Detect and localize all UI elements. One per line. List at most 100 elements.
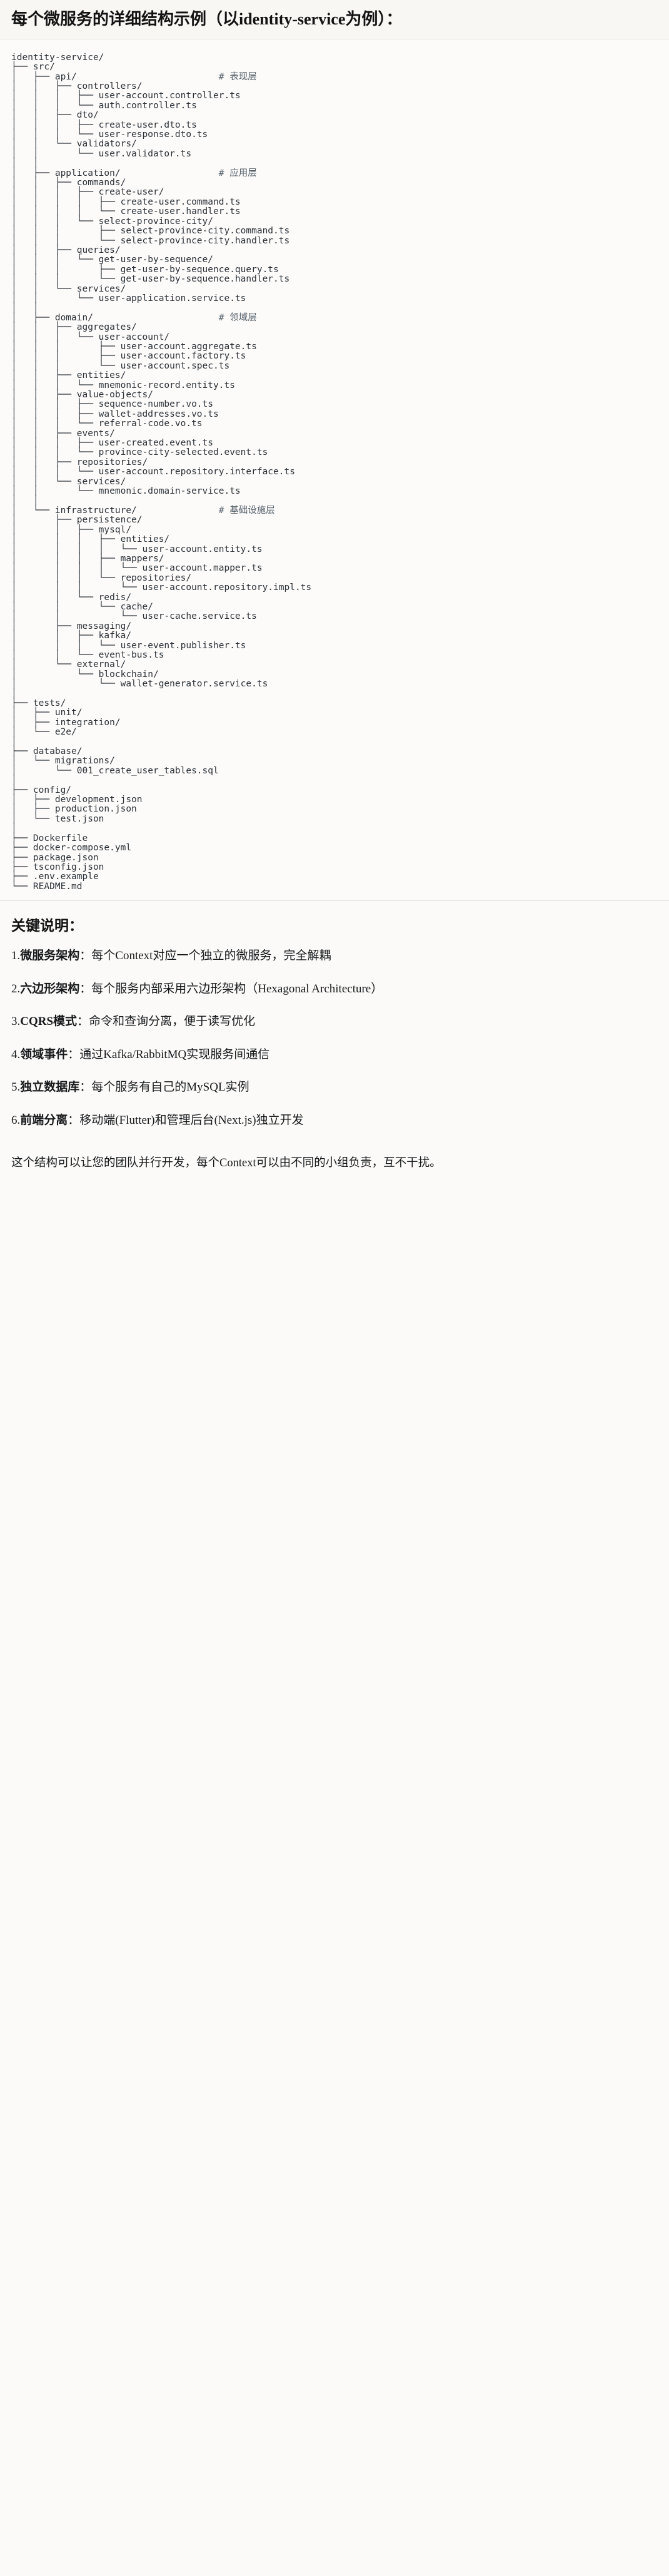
key-note-number: 4. [11,1047,21,1061]
tree-layer-comment: # 基础设施层 [218,505,275,516]
tree-line: │ │ └── user.validator.ts [11,148,192,159]
page-title: 每个微服务的详细结构示例（以identity-service为例）： [0,0,669,39]
key-note-item: 5.独立数据库：每个服务有自己的MySQL实例 [11,1079,658,1096]
key-note-number: 3. [11,1015,21,1029]
tree-line: │ │ ├── entities/ [11,370,126,381]
tree-line: │ │ │ ├── user-created.event.ts [11,438,214,449]
tree-line: │ └── test.json [11,813,104,824]
tree-line: ├── database/ [11,746,83,757]
key-note-separator: ： [79,1081,92,1094]
tree-line: │ │ │ │ ├── create-user.command.ts [11,196,241,207]
tree-line: │ │ └── services/ [11,283,126,294]
tree-line: │ [11,688,17,699]
tree-line: ├── Dockerfile [11,833,88,843]
directory-tree-block: identity-service/ ├── src/ │ ├── api/ # … [0,39,669,901]
key-note-item: 2.六边形架构：每个服务内部采用六边形架构（Hexagonal Architec… [11,981,658,997]
tree-line: │ ├── integration/ [11,717,121,728]
tree-line: │ │ │ ├── create-user/ [11,187,164,198]
tree-line: │ │ │ │ └── create-user.handler.ts [11,206,241,217]
tree-line: │ └── infrastructure/ # 基础设施层 [11,505,275,516]
tree-line: │ │ │ └── user-response.dto.ts [11,130,208,140]
tree-line: │ │ ├── aggregates/ [11,322,137,333]
tree-line: │ │ │ │ └── user-account.entity.ts [11,544,263,554]
tree-layer-comment: # 领域层 [218,312,257,323]
tree-line: │ │ │ ├── user-account.aggregate.ts [11,341,257,352]
key-note-term: 独立数据库 [20,1081,80,1094]
document-page: 每个微服务的详细结构示例（以identity-service为例）： ident… [0,0,669,1186]
tree-line: │ │ └── cache/ [11,601,153,612]
tree-line: │ [11,775,17,786]
tree-line: │ │ ├── kafka/ [11,631,132,641]
key-note-description: 通过Kafka/RabbitMQ实现服务间通信 [79,1047,270,1061]
tree-line: │ │ │ │ └── user-account.mapper.ts [11,563,263,574]
key-notes-title: 关键说明： [11,918,83,934]
tree-line: identity-service/ [11,52,104,63]
tree-layer-comment: # 应用层 [218,168,257,178]
tree-line: │ │ │ ├── sequence-number.vo.ts [11,399,214,410]
tree-line: │ │ └── user-application.service.ts [11,293,246,303]
key-note-number: 1. [11,949,21,962]
tree-line: │ ├── unit/ [11,708,83,718]
key-note-description: 每个Context对应一个独立的微服务，完全解耦 [91,949,331,962]
key-note-number: 6. [11,1114,21,1128]
key-note-term: 前端分离 [20,1114,68,1128]
key-note-description: 每个服务有自己的MySQL实例 [91,1081,249,1094]
key-note-term: 六边形架构 [20,982,80,995]
tree-line: │ │ ├── controllers/ [11,81,143,92]
tree-line: │ │ │ ├── create-user.dto.ts [11,120,197,130]
key-note-item: 6.前端分离：移动端(Flutter)和管理后台(Next.js)独立开发 [11,1112,658,1129]
key-note-description: 命令和查询分离，便于读写优化 [89,1015,256,1029]
key-note-number: 5. [11,1081,21,1094]
tree-line: │ │ │ └── user-account.repository.interf… [11,467,295,477]
tree-line: │ │ │ └── get-user-by-sequence.handler.t… [11,274,290,285]
tree-line: │ ├── development.json [11,795,143,805]
tree-line: │ │ │ ├── mappers/ [11,553,164,564]
tree-line: │ │ └── validators/ [11,139,137,150]
key-note-term: CQRS模式 [20,1015,78,1029]
tree-line: │ │ │ └── user-account.spec.ts [11,360,230,371]
tree-line: │ │ └── event-bus.ts [11,649,164,660]
tree-line: │ ├── messaging/ [11,621,132,631]
tree-line: │ │ [11,496,39,506]
tree-line: │ │ │ └── repositories/ [11,573,192,583]
tree-line: │ └── migrations/ [11,756,115,766]
tree-line: │ │ │ ├── user-account.controller.ts [11,91,241,101]
tree-line: │ │ │ ├── wallet-addresses.vo.ts [11,409,219,419]
tree-line: │ │ │ └── select-province-city.handler.t… [11,235,290,246]
key-note-item: 4.领域事件：通过Kafka/RabbitMQ实现服务间通信 [11,1047,658,1063]
tree-line: │ │ │ └── user-event.publisher.ts [11,640,246,651]
key-note-description: 移动端(Flutter)和管理后台(Next.js)独立开发 [79,1114,304,1128]
tree-line: └── README.md [11,881,83,892]
key-note-number: 2. [11,982,21,995]
tree-line: │ └── blockchain/ [11,669,159,680]
tree-line: │ │ ├── queries/ [11,245,121,255]
tree-line: │ ├── production.json [11,804,137,815]
key-note-separator: ： [68,1047,80,1061]
key-note-term: 微服务架构 [20,949,80,962]
tree-layer-comment: # 表现层 [218,71,257,82]
tree-line: │ │ │ └── province-city-selected.event.t… [11,447,268,458]
key-note-description: 每个服务内部采用六边形架构（Hexagonal Architecture） [91,982,383,995]
key-note-item: 1.微服务架构：每个Context对应一个独立的微服务，完全解耦 [11,948,658,964]
tree-line: │ │ [11,303,39,313]
tree-line: │ │ ├── events/ [11,428,115,439]
tree-line: ├── tests/ [11,698,66,709]
tree-line: │ │ ├── mysql/ [11,524,132,535]
tree-line: │ │ ├── repositories/ [11,457,148,467]
directory-tree: identity-service/ ├── src/ │ ├── api/ # … [0,53,669,892]
tree-line: │ [11,736,17,747]
tree-line: │ │ │ └── auth.controller.ts [11,100,197,111]
tree-line: ├── package.json [11,852,99,863]
tree-line: │ │ └── services/ [11,476,126,487]
tree-line: │ [11,823,17,834]
key-note-separator: ： [77,1015,89,1029]
tree-line: │ └── e2e/ [11,727,77,738]
tree-line: │ │ │ └── get-user-by-sequence/ [11,255,214,265]
tree-line: │ │ │ └── referral-code.vo.ts [11,419,203,429]
tree-line: │ │ │ └── select-province-city/ [11,216,214,227]
tree-line: │ │ └── mnemonic.domain-service.ts [11,486,241,497]
tree-line: │ │ └── redis/ [11,592,132,603]
tree-line: ├── docker-compose.yml [11,843,132,853]
tree-line: │ │ ├── dto/ [11,110,99,121]
